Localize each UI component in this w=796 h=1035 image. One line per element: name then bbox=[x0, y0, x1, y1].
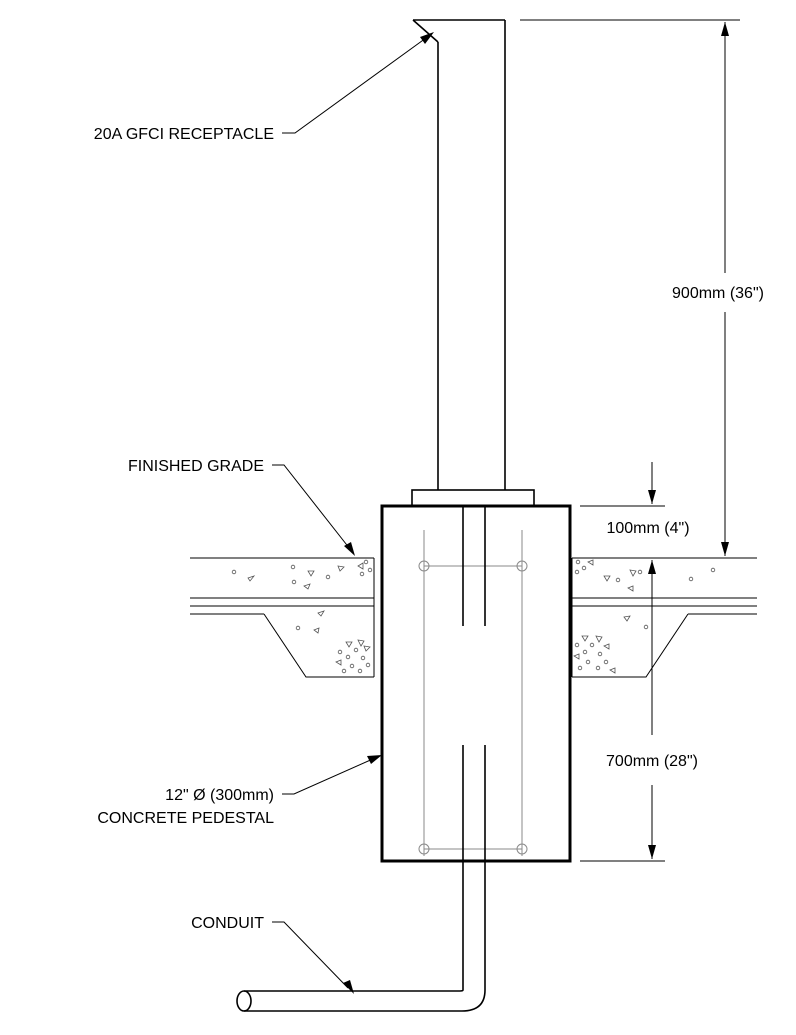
dimension-pedestal-depth bbox=[648, 578, 656, 859]
label-finished-grade: FINISHED GRADE bbox=[128, 458, 264, 475]
dimension-text-post-height: 900mm (36") bbox=[672, 285, 764, 302]
leader-conduit bbox=[272, 921, 354, 994]
dimension-text-pedestal-depth: 700mm (28") bbox=[606, 753, 698, 770]
conduit-run bbox=[236, 989, 486, 1012]
label-conduit: CONDUIT bbox=[191, 915, 264, 932]
slab-right bbox=[571, 557, 757, 678]
aggregate-hatch-right bbox=[573, 559, 716, 674]
concrete-pedestal bbox=[380, 504, 572, 863]
label-pedestal-size: 12" Ø (300mm) bbox=[165, 787, 274, 804]
rebar-cage bbox=[418, 530, 528, 856]
conduit-inside-pedestal bbox=[462, 507, 486, 990]
leader-finished-grade bbox=[272, 464, 355, 556]
label-receptacle: 20A GFCI RECEPTACLE bbox=[94, 126, 274, 143]
receptacle-post bbox=[412, 19, 506, 490]
post-base-plate bbox=[411, 489, 535, 507]
extension-lines bbox=[520, 19, 740, 862]
slab-left bbox=[190, 557, 375, 678]
leader-pedestal bbox=[282, 755, 382, 795]
dimension-post-height bbox=[721, 22, 729, 556]
aggregate-hatch-left bbox=[231, 559, 373, 674]
label-pedestal-type: CONCRETE PEDESTAL bbox=[97, 810, 274, 827]
dimension-above-grade bbox=[648, 462, 656, 578]
leader-receptacle bbox=[282, 32, 434, 134]
dimension-text-above-grade: 100mm (4") bbox=[606, 520, 689, 537]
